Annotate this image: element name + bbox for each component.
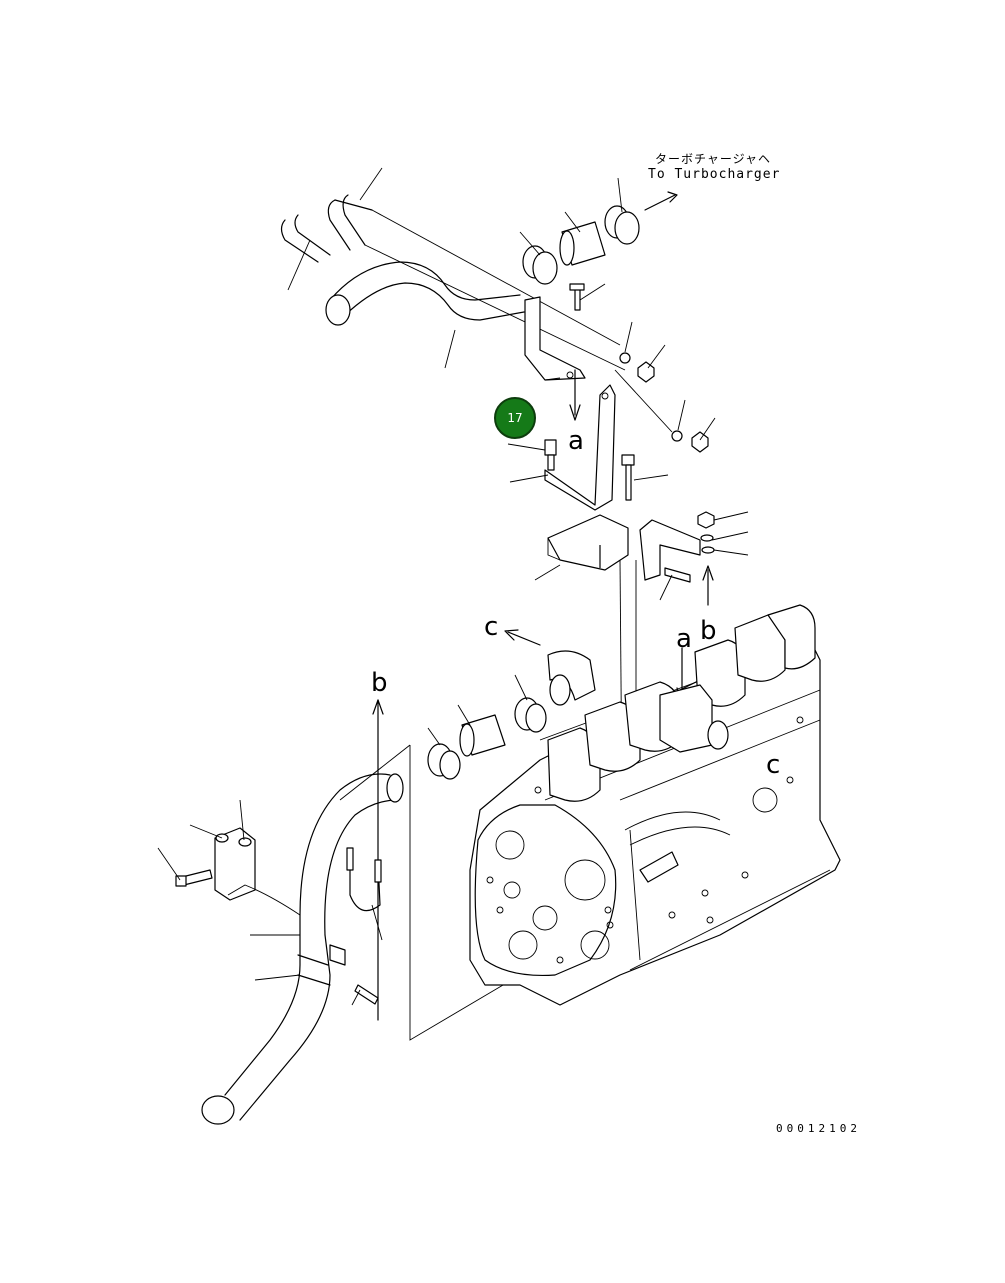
upper-pipe — [280, 194, 626, 371]
upper-bracket — [524, 283, 586, 381]
mid-bracket — [544, 352, 715, 801]
lower-pipe — [175, 744, 521, 1125]
engine-block — [469, 604, 841, 1006]
destination-label-en: To Turbocharger — [648, 167, 781, 182]
middle-hoses — [427, 650, 596, 780]
part-17-callout[interactable]: 17 — [494, 397, 536, 439]
leader-lines — [157, 167, 749, 1006]
callout-a-upper: a — [568, 426, 584, 456]
callout-c-lower: c — [766, 750, 781, 780]
callout-c-upper: c — [484, 612, 499, 642]
callout-b-upper: b — [700, 616, 717, 646]
drawing-number: 00012102 — [776, 1122, 861, 1135]
upper-clamps — [522, 191, 678, 285]
destination-label-jp: ターボチャージャヘ — [655, 152, 772, 166]
callout-a-lower: a — [676, 624, 692, 654]
callout-b-lower: b — [371, 668, 388, 698]
